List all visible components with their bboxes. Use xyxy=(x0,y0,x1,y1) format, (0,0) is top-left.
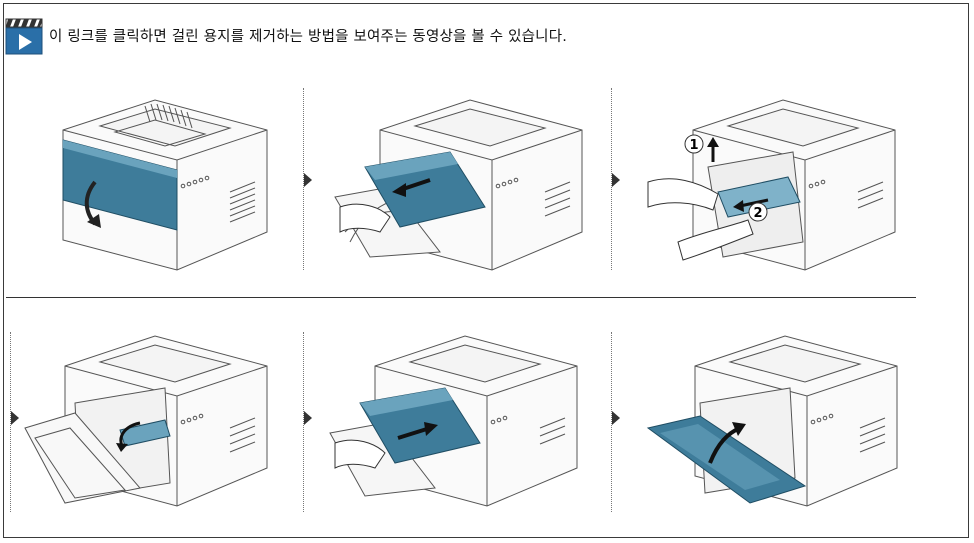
step-arrow-icon xyxy=(304,411,312,425)
separator-bottom-0 xyxy=(10,332,11,512)
video-link-text[interactable]: 이 링크를 클릭하면 걸린 용지를 제거하는 방법을 보여주는 동영상을 볼 수… xyxy=(49,28,568,45)
step-arrow-icon xyxy=(612,411,620,425)
step-1-illustration xyxy=(55,82,285,277)
step-5-illustration xyxy=(320,318,600,518)
step-4-illustration xyxy=(20,318,290,518)
callout-1: 1 xyxy=(689,138,698,153)
step-arrow-icon xyxy=(11,411,19,425)
step-arrow-icon xyxy=(304,173,312,187)
step-arrow-icon xyxy=(612,173,620,187)
video-link-row[interactable]: 이 링크를 클릭하면 걸린 용지를 제거하는 방법을 보여주는 동영상을 볼 수… xyxy=(5,15,567,55)
separator-top-1 xyxy=(303,88,304,270)
row-divider xyxy=(6,297,916,298)
step-6-illustration xyxy=(640,318,920,518)
step-2-illustration xyxy=(330,82,600,277)
callout-2: 2 xyxy=(753,206,762,221)
separator-bottom-2 xyxy=(611,332,612,512)
separator-bottom-1 xyxy=(303,332,304,512)
separator-top-2 xyxy=(611,88,612,270)
step-3-illustration: 1 2 xyxy=(628,82,918,277)
video-clapperboard-icon[interactable] xyxy=(5,15,43,55)
